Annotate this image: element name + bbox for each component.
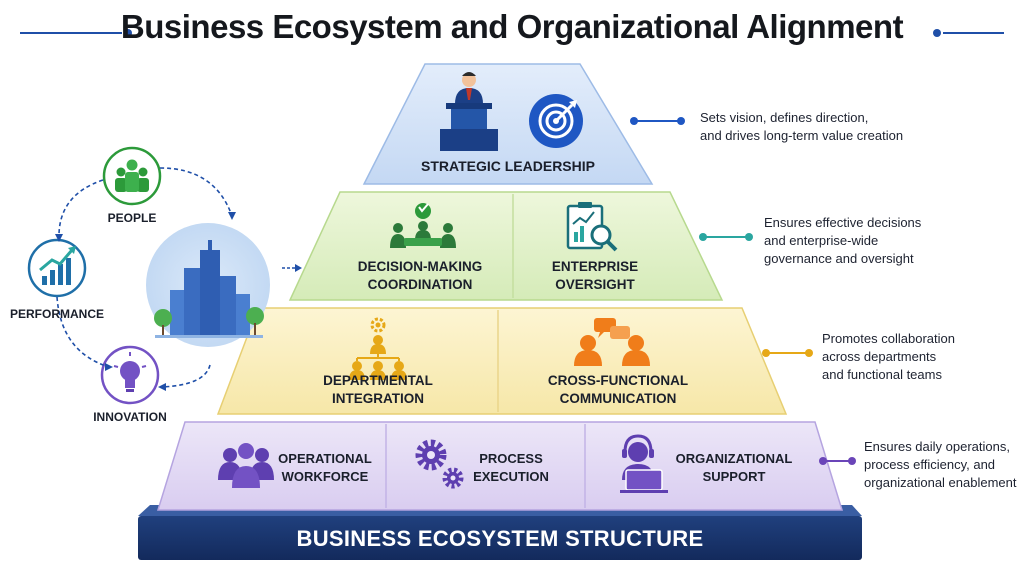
description-line: Sets vision, defines direction, (700, 110, 869, 125)
description-line: governance and oversight (764, 251, 914, 266)
label-enterprise-oversight: ENTERPRISE OVERSIGHT (551, 259, 639, 292)
gears-icon (415, 439, 464, 489)
description-coordination: Ensures effective decisions and enterpri… (764, 214, 921, 268)
description-line: and drives long-term value creation (700, 128, 904, 143)
magnifier-chart-icon (566, 202, 618, 252)
city-icon (146, 223, 270, 347)
description-line: and functional teams (822, 367, 942, 382)
description-line: Ensures effective decisions (764, 215, 922, 230)
label-cross-functional-communication: CROSS-FUNCTIONAL COMMUNICATION (547, 373, 689, 406)
label-departmental-integration: DEPARTMENTAL INTEGRATION (323, 373, 433, 406)
meeting-icon (390, 203, 456, 248)
label-process-execution: PROCESS EXECUTION (473, 451, 549, 484)
description-integration: Promotes collaboration across department… (822, 330, 955, 384)
lightbulb-icon (100, 345, 160, 405)
title-decoration-right (933, 29, 1004, 37)
description-leadership: Sets vision, defines direction, and driv… (700, 109, 903, 145)
cycle-label-people: PEOPLE (107, 211, 157, 225)
leader-podium-icon (440, 72, 498, 151)
description-line: and enterprise-wide (764, 233, 879, 248)
tier-leadership (362, 63, 654, 185)
connector-operational (819, 457, 856, 465)
label-decision-making-coordination: DECISION-MAKING COORDINATION (357, 259, 483, 292)
chat-people-icon (574, 318, 650, 366)
connector-coordination (699, 233, 753, 241)
tier-integration (216, 307, 788, 415)
label-organizational-support: ORGANIZATIONAL SUPPORT (675, 451, 793, 484)
support-agent-icon (620, 434, 668, 493)
description-line: process efficiency, and (864, 457, 996, 472)
cycle-arrows (55, 167, 302, 391)
team-icon (218, 443, 274, 488)
cycle-label-performance: PERFORMANCE (9, 307, 104, 321)
people-icon (102, 146, 162, 206)
tier-operational (156, 421, 844, 511)
description-line: organizational enablement (864, 475, 1017, 490)
title-decoration-left (20, 29, 132, 37)
description-operational: Ensures daily operations, process effici… (864, 438, 1017, 492)
description-line: across departments (822, 349, 937, 364)
growth-chart-icon (27, 238, 87, 298)
label-operational-workforce: OPERATIONAL WORKFORCE (278, 451, 372, 484)
description-line: Ensures daily operations, (864, 439, 1010, 454)
connector-leadership (630, 117, 685, 125)
cycle-label-innovation: INNOVATION (93, 410, 167, 424)
connector-integration (762, 349, 813, 357)
label-strategic-leadership: STRATEGIC LEADERSHIP (421, 158, 595, 174)
tier-coordination (288, 191, 724, 301)
page-title: Business Ecosystem and Organizational Al… (120, 8, 904, 45)
description-line: Promotes collaboration (822, 331, 955, 346)
target-icon (529, 94, 583, 148)
base-label: BUSINESS ECOSYSTEM STRUCTURE (296, 526, 704, 551)
org-chart-icon (349, 317, 407, 380)
